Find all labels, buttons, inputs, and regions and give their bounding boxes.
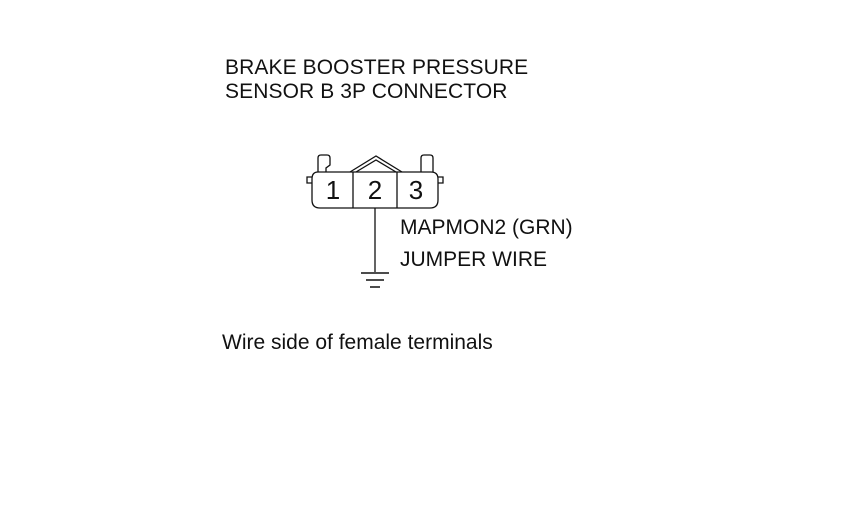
terminal-labels: 1 2 3 [326, 175, 423, 205]
wire-label: MAPMON2 (GRN) [400, 216, 573, 239]
jumper-wire-label: JUMPER WIRE [400, 248, 547, 271]
terminal-1: 1 [326, 175, 340, 205]
ground-icon [361, 272, 389, 288]
terminal-3: 3 [409, 175, 423, 205]
diagram-title: BRAKE BOOSTER PRESSURE SENSOR B 3P CONNE… [225, 56, 528, 104]
view-caption: Wire side of female terminals [222, 331, 493, 354]
connector-housing [306, 154, 444, 209]
terminal-2: 2 [368, 175, 382, 205]
title-line-2: SENSOR B 3P CONNECTOR [225, 80, 508, 103]
title-line-1: BRAKE BOOSTER PRESSURE [225, 56, 529, 79]
